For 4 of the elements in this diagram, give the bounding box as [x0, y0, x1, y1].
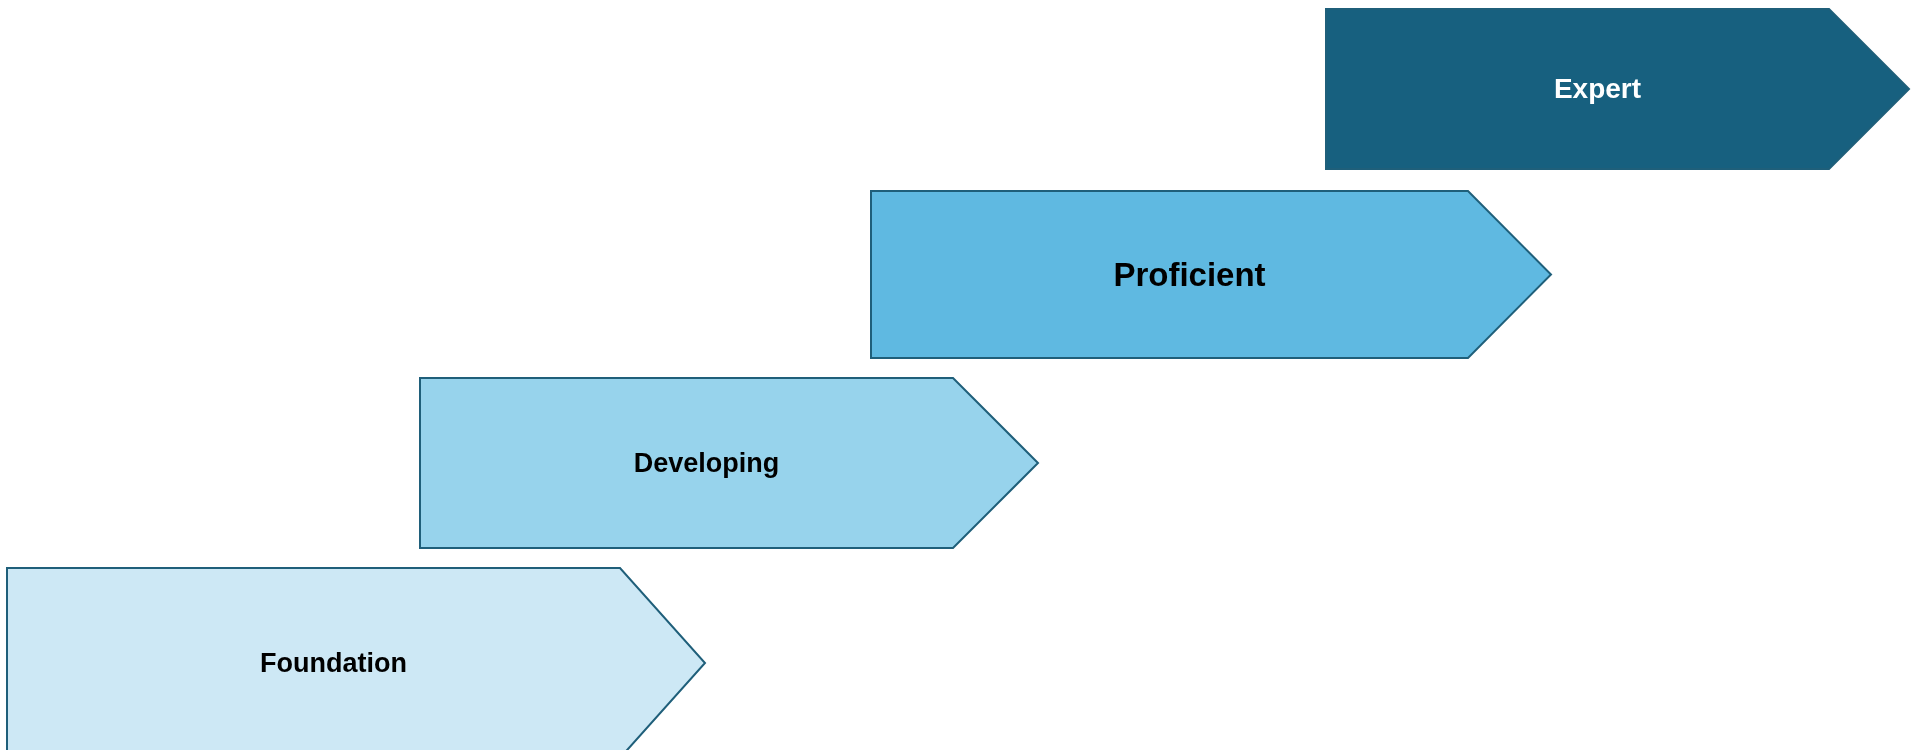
- stage-label: Expert: [1553, 73, 1642, 105]
- stage-label: Developing: [633, 447, 780, 479]
- stage-label: Foundation: [260, 647, 407, 679]
- stage-label: Proficient: [1113, 255, 1266, 294]
